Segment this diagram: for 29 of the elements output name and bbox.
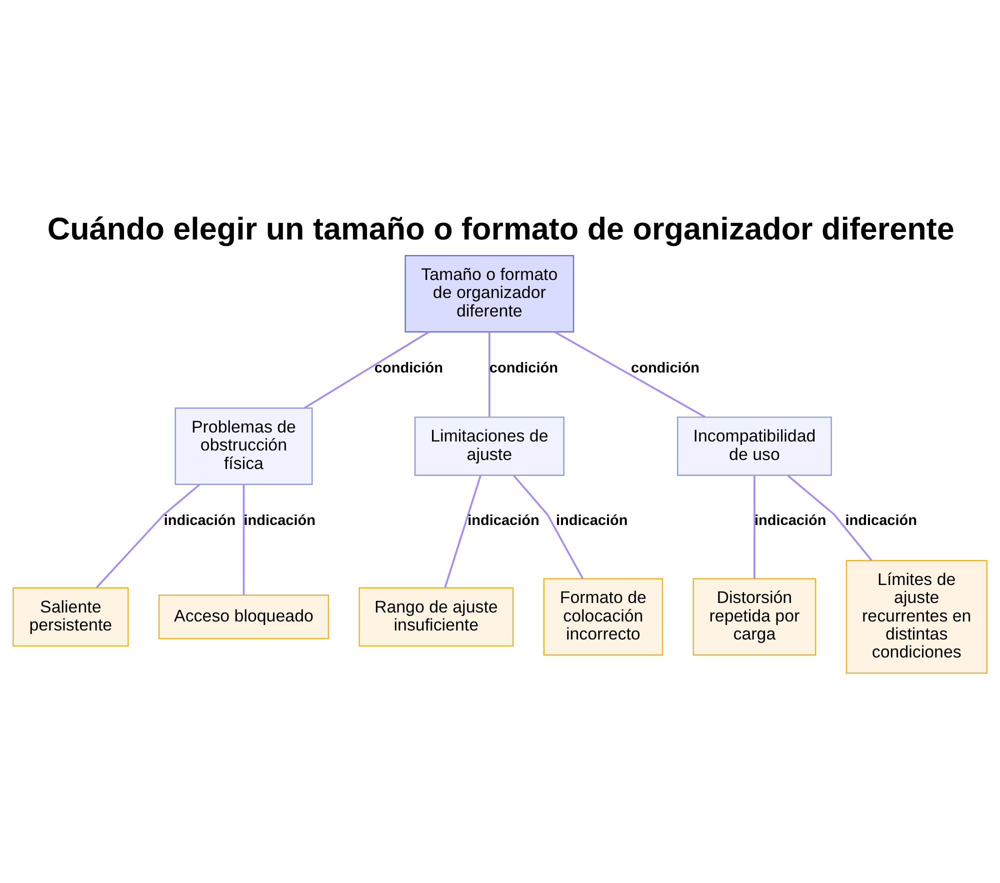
edge-label: indicación: [164, 512, 236, 529]
edge-label: indicación: [754, 512, 826, 529]
connector: [554, 330, 706, 418]
connector: [96, 483, 200, 588]
connector: [242, 484, 245, 594]
edge-label: condición: [631, 360, 700, 376]
connector: [787, 474, 872, 560]
node-box: Incompatibilidad de uso: [677, 416, 832, 476]
edge-label: indicación: [468, 512, 540, 529]
connector: [513, 474, 584, 579]
node-box: Límites de ajuste recurrentes en distintas condiciones: [846, 560, 988, 674]
node-box: Formato de colocación incorrecto: [543, 578, 664, 656]
node-box: Saliente persistente: [12, 586, 129, 646]
edge-label: indicación: [244, 512, 316, 529]
connector: [444, 474, 482, 588]
node-box: Limitaciones de ajuste: [414, 416, 564, 476]
diagram-title: Cuándo elegir un tamaño o formato de organizador diferente: [47, 211, 954, 246]
edge-label: indicación: [556, 512, 628, 529]
node-box: Tamaño o formato de organizador diferente: [404, 254, 574, 332]
connector: [488, 332, 490, 416]
edge-label: condición: [374, 360, 443, 376]
connector: [754, 475, 756, 578]
node-box: Problemas de obstrucción física: [174, 407, 313, 484]
edge-label: condición: [489, 360, 558, 376]
connector: [304, 330, 430, 408]
node-box: Rango de ajuste insuficiente: [358, 586, 514, 646]
edge-label: indicación: [845, 512, 918, 529]
node-box: Acceso bloqueado: [158, 594, 330, 639]
node-box: Distorsión repetida por carga: [692, 578, 816, 656]
